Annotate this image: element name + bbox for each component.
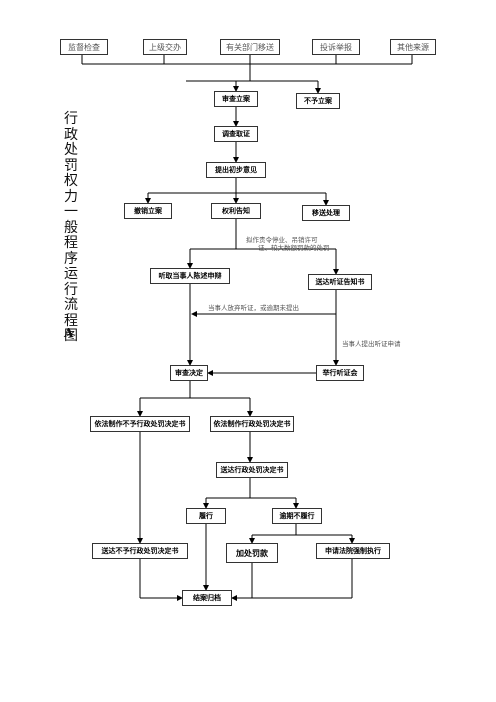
- node-review-decision: 审查决定: [170, 365, 208, 381]
- node-no-filing: 不予立案: [296, 93, 340, 109]
- node-penalty-decision: 依法制作行政处罚决定书: [210, 416, 294, 432]
- title-suffix: A: [64, 326, 74, 340]
- node-notify-rights: 权利告知: [211, 203, 261, 219]
- node-filing: 审查立案: [214, 91, 258, 107]
- node-hearing-notice: 送达听证告知书: [308, 274, 372, 290]
- node-preliminary-opinion: 提出初步意见: [206, 162, 266, 178]
- node-investigate: 调查取证: [214, 126, 258, 142]
- node-close-archive: 结案归档: [182, 590, 232, 606]
- node-overdue: 逾期不履行: [272, 508, 322, 524]
- source-other: 其他来源: [390, 39, 436, 55]
- node-late-fine: 加处罚款: [226, 543, 278, 563]
- node-hold-hearing: 举行听证会: [316, 365, 364, 381]
- node-deliver-penalty: 送达行政处罚决定书: [216, 462, 288, 478]
- node-hear-statement: 听取当事人陈述申辩: [150, 268, 230, 284]
- node-cancel-filing: 撤销立案: [124, 203, 172, 219]
- node-no-penalty-decision: 依法制作不予行政处罚决定书: [90, 416, 190, 432]
- vertical-title: 行政处 罚权力 一般程 序运行 流程图: [64, 111, 78, 344]
- node-deliver-no-penalty: 送达不予行政处罚决定书: [92, 543, 188, 559]
- note-hearing-condition: 拟作责令停业、吊销许可 证、较大数额罚款的处罚: [246, 236, 330, 253]
- node-transfer: 移送处理: [302, 205, 350, 221]
- source-department-transfer: 有关部门移送: [220, 39, 280, 55]
- node-court-enforcement: 申请法院强制执行: [316, 543, 390, 559]
- node-comply: 履行: [186, 508, 226, 524]
- note-apply-hearing: 当事人提出听证申请: [342, 340, 401, 348]
- source-complaint: 投诉举报: [312, 39, 360, 55]
- source-supervision: 监督检查: [60, 39, 108, 55]
- note-waive-hearing: 当事人放弃听证，或逾期未提出: [208, 304, 299, 312]
- source-superior-assignment: 上级交办: [143, 39, 187, 55]
